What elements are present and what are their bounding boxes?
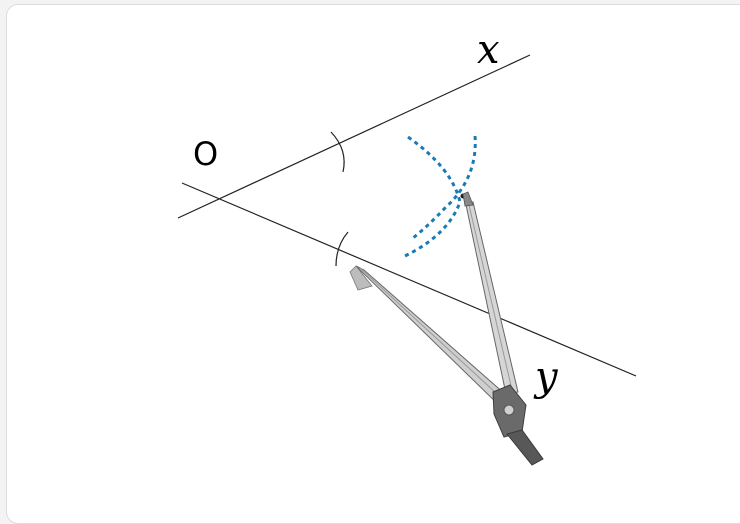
construction-diagram: O x y bbox=[177, 27, 637, 466]
construction-arc-2 bbox=[412, 135, 477, 240]
ray-ox bbox=[177, 54, 531, 219]
ray-label-y: y bbox=[533, 354, 559, 400]
arc-mark-on-oy bbox=[335, 231, 349, 267]
point-label-o: O bbox=[193, 135, 218, 173]
arc-mark-on-ox bbox=[330, 131, 345, 173]
ray-label-x: x bbox=[477, 27, 500, 73]
construction-arc-1 bbox=[404, 135, 462, 258]
compass-icon bbox=[349, 191, 544, 466]
ray-oy bbox=[181, 182, 637, 377]
